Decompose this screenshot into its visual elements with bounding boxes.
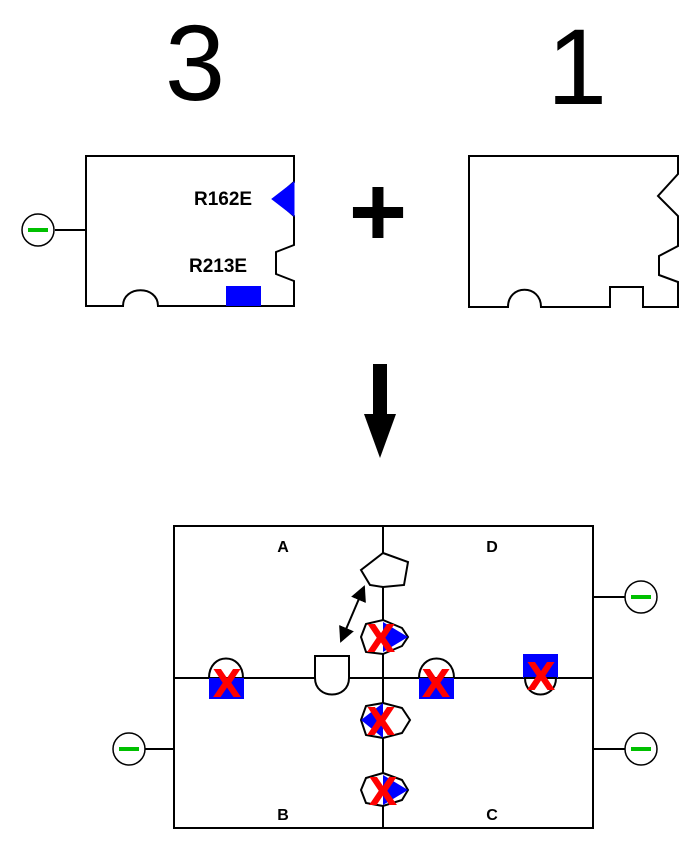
disrupted-interface-2: X	[359, 700, 412, 744]
disrupted-interface-middle: X	[417, 657, 456, 706]
subunit-count-left: 3	[165, 2, 225, 123]
svg-text:X: X	[421, 662, 450, 706]
label-r162e: R162E	[194, 189, 252, 210]
svg-text:X: X	[368, 770, 397, 814]
plus-sign: +	[349, 156, 407, 268]
r213e-blue-square	[226, 286, 261, 306]
disrupted-interface-1: X	[359, 617, 410, 661]
charge-b	[112, 732, 174, 766]
charge-d	[593, 580, 658, 614]
down-arrow-icon	[364, 364, 396, 458]
tetramer-assembly: A D B C X X X X	[112, 525, 658, 829]
quadrant-label-a: A	[277, 539, 289, 556]
quadrant-label-c: C	[486, 807, 498, 824]
interface-pocket-center	[314, 655, 350, 696]
subunit-count-right: 1	[547, 6, 607, 127]
svg-text:X: X	[526, 655, 555, 699]
interface-hexagon-top	[359, 551, 410, 589]
r162e-blue-triangle	[271, 180, 295, 218]
wildtype-subunit	[468, 155, 679, 308]
svg-text:X: X	[212, 662, 241, 706]
charge-c	[593, 732, 658, 766]
mutant-subunit: R162E R213E	[21, 155, 295, 307]
disrupted-interface-right: X	[523, 654, 558, 699]
label-r213e: R213E	[189, 256, 247, 277]
svg-text:X: X	[366, 617, 395, 661]
quadrant-label-b: B	[277, 807, 289, 824]
disrupted-interface-left: X	[207, 657, 245, 706]
disrupted-interface-3: X	[359, 770, 410, 814]
quadrant-label-d: D	[486, 539, 498, 556]
svg-text:X: X	[366, 700, 395, 744]
